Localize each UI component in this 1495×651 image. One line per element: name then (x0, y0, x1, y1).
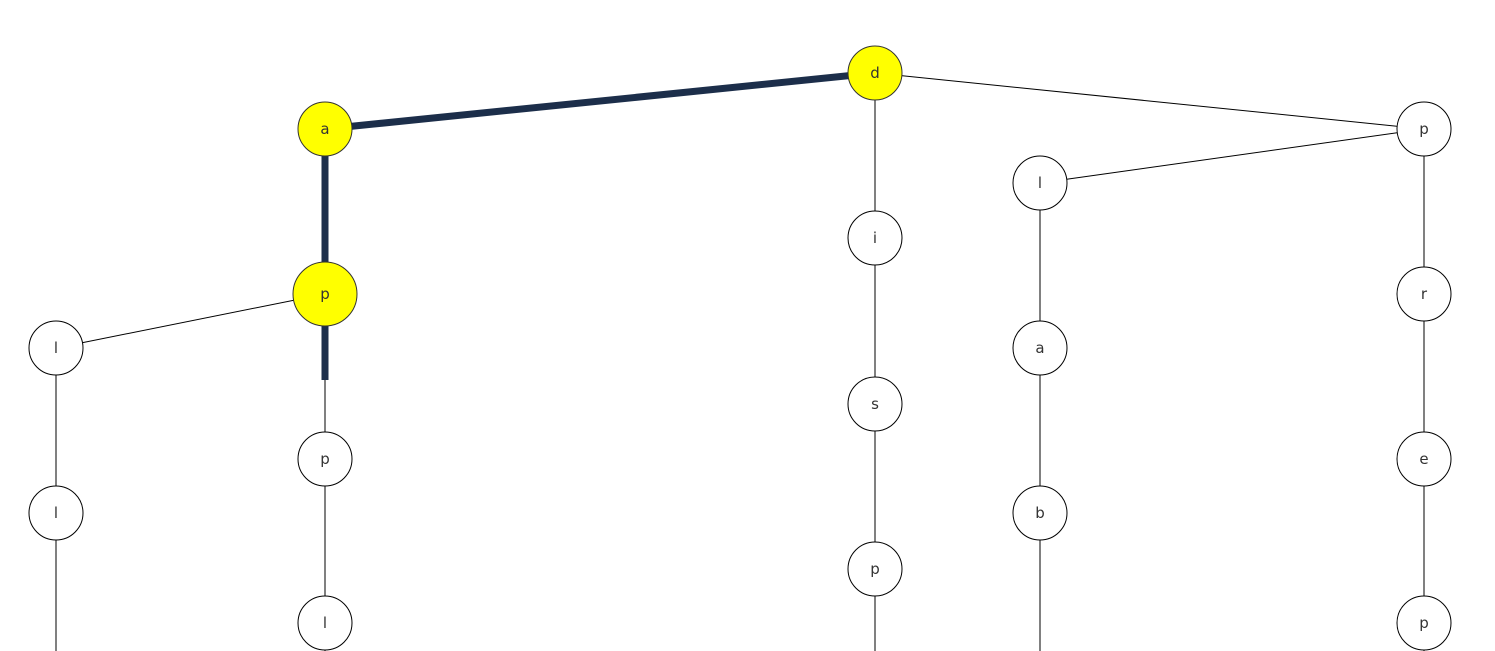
node-label: l (54, 504, 58, 522)
node-circle (847, 210, 903, 266)
trie-node-isp[interactable]: p (847, 541, 903, 597)
highlight-edge-n-root-n-a (324, 69, 876, 133)
node-circle (1396, 431, 1452, 487)
node-label: b (1035, 504, 1045, 522)
node-circle (1396, 101, 1452, 157)
node-label: d (870, 64, 880, 82)
node-label: p (320, 285, 330, 303)
trie-node-ap[interactable]: p (292, 261, 358, 327)
node-circle (297, 595, 353, 651)
nodes-layer: d a p l l p l i s p p l a b r e p (28, 45, 1452, 651)
trie-node-pr[interactable]: r (1396, 266, 1452, 322)
node-label: i (873, 229, 877, 247)
node-circle (1012, 320, 1068, 376)
trie-node-root[interactable]: d (847, 45, 903, 101)
node-circle (297, 431, 353, 487)
trie-node-pre[interactable]: e (1396, 431, 1452, 487)
trie-node-prep[interactable]: p (1396, 595, 1452, 651)
node-circle (847, 45, 903, 101)
node-circle (297, 101, 353, 157)
trie-node-a[interactable]: a (297, 101, 353, 157)
trie-node-app[interactable]: p (297, 431, 353, 487)
edge-n-p-n-pl (1039, 128, 1425, 184)
node-circle (1396, 266, 1452, 322)
node-label: e (1419, 450, 1428, 468)
node-label: l (1038, 174, 1042, 192)
node-label: a (1035, 339, 1044, 357)
edge-n-ap-n-apl (55, 293, 326, 349)
trie-node-is[interactable]: s (847, 376, 903, 432)
trie-node-apll[interactable]: l (28, 485, 84, 541)
edges-layer (55, 72, 1425, 651)
trie-node-plab[interactable]: b (1012, 485, 1068, 541)
node-label: p (870, 560, 880, 578)
trie-node-appl[interactable]: l (297, 595, 353, 651)
trie-node-pl[interactable]: l (1012, 155, 1068, 211)
node-label: r (1421, 285, 1428, 303)
node-circle (847, 541, 903, 597)
node-circle (1396, 595, 1452, 651)
trie-node-pla[interactable]: a (1012, 320, 1068, 376)
node-circle (1012, 485, 1068, 541)
node-label: s (871, 395, 879, 413)
node-circle (292, 261, 358, 327)
node-label: l (323, 614, 327, 632)
trie-node-apl[interactable]: l (28, 320, 84, 376)
node-circle (28, 320, 84, 376)
node-label: p (1419, 120, 1429, 138)
node-label: a (320, 120, 329, 138)
node-label: p (320, 450, 330, 468)
node-label: l (54, 339, 58, 357)
edge-n-root-n-p (874, 72, 1425, 130)
node-circle (847, 376, 903, 432)
node-label: p (1419, 614, 1429, 632)
trie-node-p[interactable]: p (1396, 101, 1452, 157)
node-circle (1012, 155, 1068, 211)
trie-node-i[interactable]: i (847, 210, 903, 266)
highlighted-path (321, 69, 876, 380)
node-circle (28, 485, 84, 541)
